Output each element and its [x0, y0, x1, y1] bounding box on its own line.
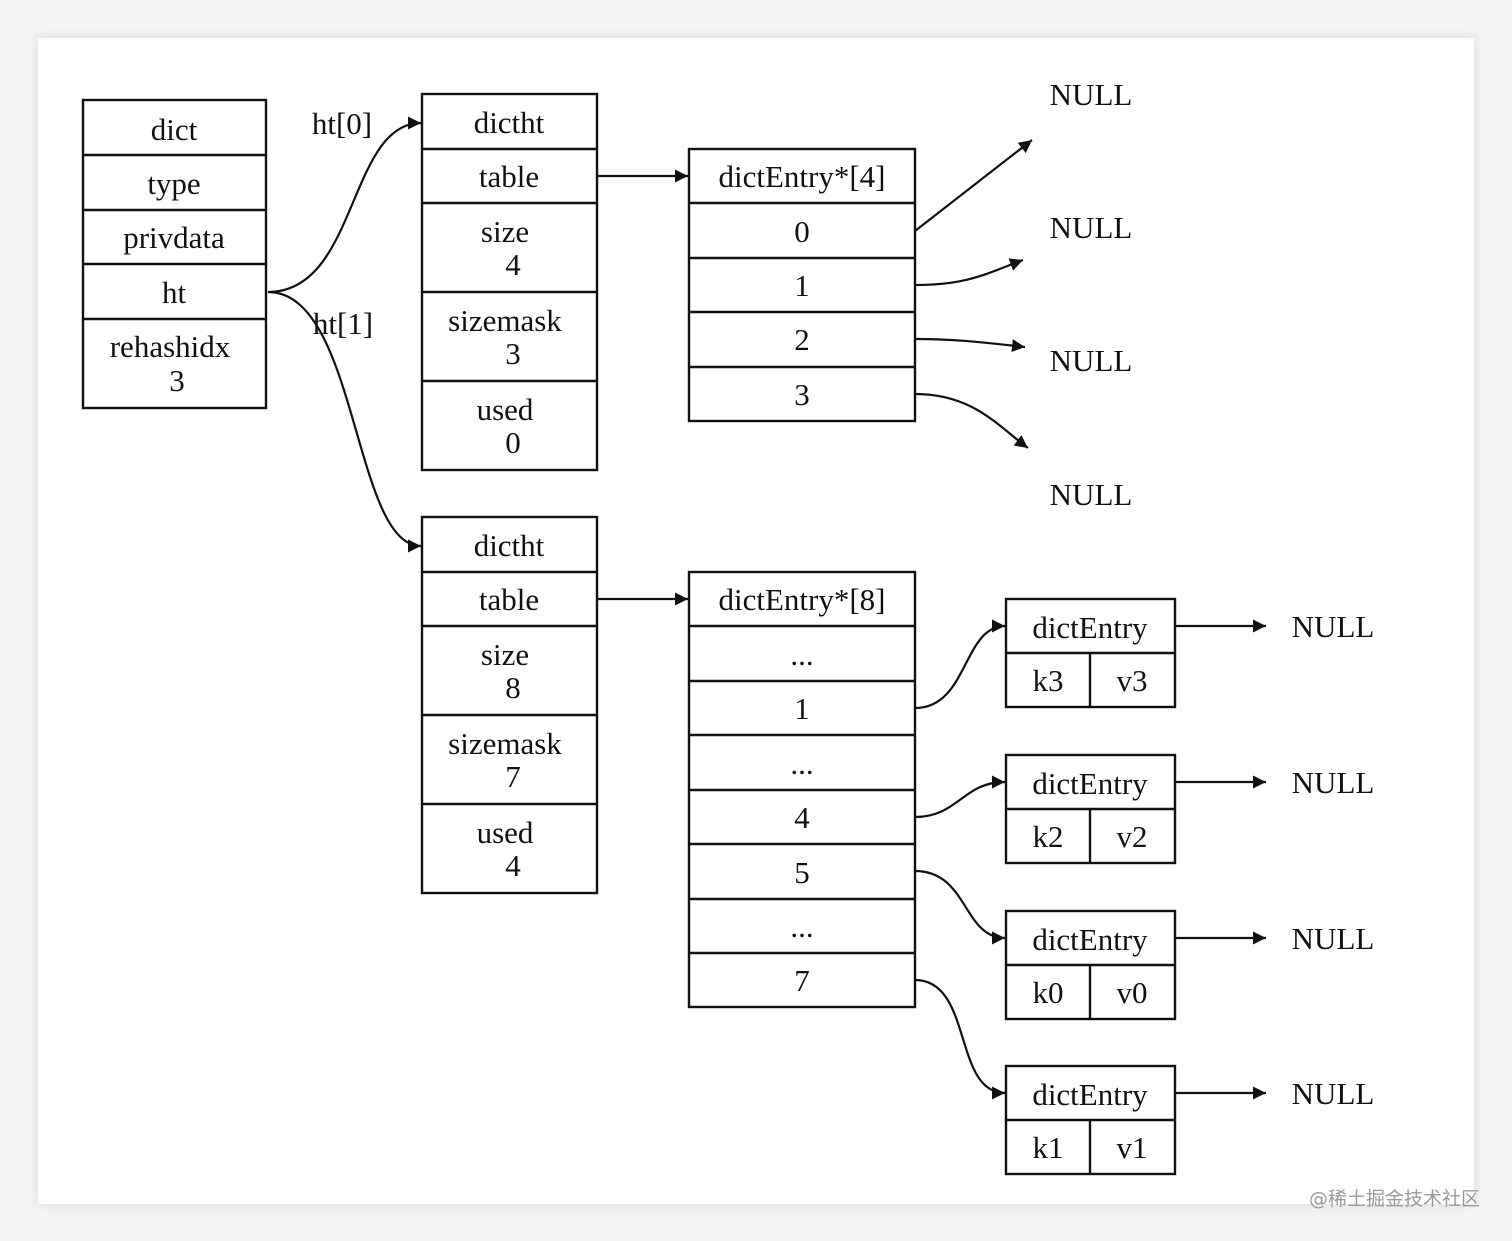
- table0-slot-3: 3: [794, 377, 810, 412]
- edge-slot0-null: [914, 139, 1033, 232]
- ht0-sizemask-value: 3: [505, 336, 521, 371]
- edge-slot1-null: [914, 258, 1024, 287]
- ht1-sizemask-value: 7: [505, 759, 521, 794]
- null-a: NULL: [1050, 77, 1133, 112]
- ht0-size-value: 4: [505, 247, 521, 282]
- dict-rehashidx-value: 3: [169, 363, 185, 398]
- dict-title: dict: [151, 112, 198, 147]
- table1-slot-c: ...: [790, 909, 813, 944]
- entry-k1-title: dictEntry: [1032, 1077, 1148, 1112]
- null-d: NULL: [1050, 477, 1133, 512]
- null-c: NULL: [1050, 343, 1133, 378]
- table1-slot-a: ...: [790, 637, 813, 672]
- table0-slot-1: 1: [794, 268, 810, 303]
- dictht-ht1: dictht table size 8 sizemask 7 used 4: [420, 515, 599, 895]
- edge-label-ht1: ht[1]: [313, 306, 373, 341]
- ht0-sizemask-label: sizemask: [448, 303, 562, 338]
- dict-struct: dict type privdata ht rehashidx 3: [81, 98, 268, 410]
- table1-slot-7: 7: [794, 963, 810, 998]
- entry-k0-key: k0: [1033, 975, 1064, 1010]
- entry-k2-value: v2: [1117, 819, 1148, 854]
- entry-k3-title: dictEntry: [1032, 610, 1148, 645]
- entry-k1-value: v1: [1117, 1130, 1148, 1165]
- table0-array: dictEntry*[4] 0 1 2 3: [687, 147, 917, 423]
- entry-k2-title: dictEntry: [1032, 766, 1148, 801]
- ht1-table: table: [479, 582, 539, 617]
- null-k3: NULL: [1292, 609, 1375, 644]
- entry-k0: dictEntry k0 v0: [1004, 909, 1177, 1021]
- table0-title: dictEntry*[4]: [718, 159, 885, 194]
- dict-rehash-diagram: dict type privdata ht rehashidx 3 ht[0] …: [81, 77, 1375, 1176]
- ht1-used-label: used: [477, 815, 534, 850]
- entry-k3-value: v3: [1117, 663, 1148, 698]
- ht1-sizemask-label: sizemask: [448, 726, 562, 761]
- edge-slot7-entry: [914, 978, 1006, 1100]
- edge-slot5-entry: [914, 869, 1006, 945]
- watermark: @稀土掘金技术社区: [1308, 1188, 1480, 1210]
- entry-k0-title: dictEntry: [1032, 922, 1148, 957]
- ht0-used-value: 0: [505, 425, 521, 460]
- table1-title: dictEntry*[8]: [718, 582, 885, 617]
- edge-ht1: [267, 290, 422, 553]
- edge-slot1-entry: [914, 619, 1006, 710]
- dict-rehashidx-label: rehashidx: [110, 329, 231, 364]
- diagram-canvas: dict type privdata ht rehashidx 3 ht[0] …: [38, 38, 1474, 1204]
- ht0-used-label: used: [477, 392, 534, 427]
- ht1-size-label: size: [481, 637, 529, 672]
- dictht-ht0: dictht table size 4 sizemask 3 used 0: [420, 92, 599, 472]
- table0-slot-0: 0: [794, 214, 810, 249]
- ht0-size-label: size: [481, 214, 529, 249]
- table1-slot-1: 1: [794, 691, 810, 726]
- edge-ht0: [267, 116, 422, 294]
- table1-slot-5: 5: [794, 855, 810, 890]
- entry-k1-key: k1: [1033, 1130, 1064, 1165]
- dict-field-ht: ht: [162, 275, 187, 310]
- dict-field-privdata: privdata: [123, 220, 225, 255]
- entry-k2: dictEntry k2 v2: [1004, 753, 1177, 865]
- ht0-table: table: [479, 159, 539, 194]
- null-k0: NULL: [1292, 921, 1375, 956]
- ht1-used-value: 4: [505, 848, 521, 883]
- ht1-title: dictht: [474, 528, 545, 563]
- entry-k1: dictEntry k1 v1: [1004, 1064, 1177, 1176]
- entry-k3-key: k3: [1033, 663, 1064, 698]
- edge-slot2-null: [914, 337, 1026, 353]
- entry-k0-value: v0: [1117, 975, 1148, 1010]
- table0-slot-2: 2: [794, 322, 810, 357]
- table1-slot-b: ...: [790, 746, 813, 781]
- edge-slot4-entry: [914, 775, 1006, 819]
- null-b: NULL: [1050, 210, 1133, 245]
- table1-array: dictEntry*[8] ... 1 ... 4 5 ... 7: [687, 570, 917, 1009]
- ht0-title: dictht: [474, 105, 545, 140]
- dict-field-type: type: [147, 166, 200, 201]
- null-k1: NULL: [1292, 1076, 1375, 1111]
- ht1-size-value: 8: [505, 670, 521, 705]
- edge-label-ht0: ht[0]: [312, 106, 372, 141]
- entry-k3: dictEntry k3 v3: [1004, 597, 1177, 709]
- table1-slot-4: 4: [794, 800, 810, 835]
- entry-k2-key: k2: [1033, 819, 1064, 854]
- edge-slot3-null: [914, 392, 1029, 449]
- null-k2: NULL: [1292, 765, 1375, 800]
